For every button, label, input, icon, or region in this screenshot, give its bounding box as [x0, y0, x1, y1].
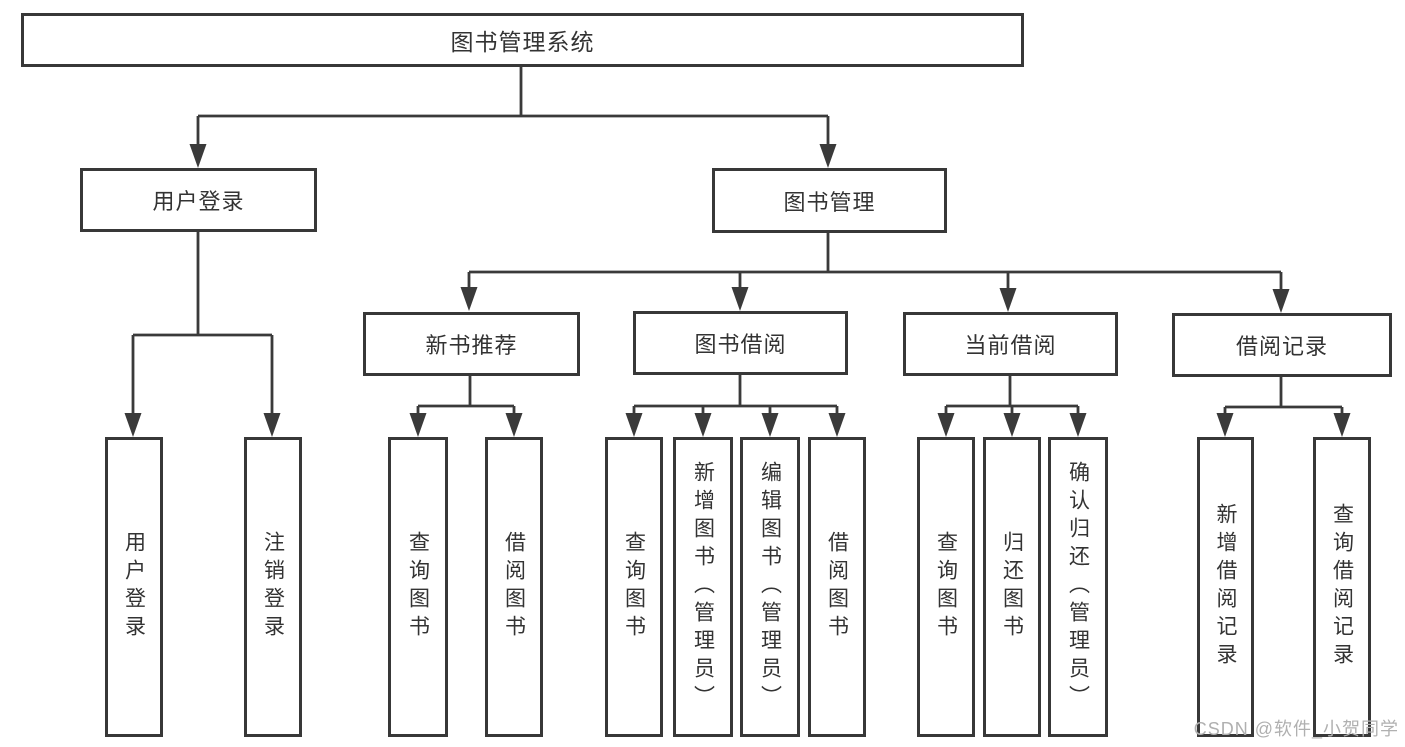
arrowheads: [124, 144, 1351, 437]
node-current-borrow-label: 当前借阅: [964, 333, 1057, 358]
csdn-watermark: CSDN @软件_小贺同学: [1193, 719, 1399, 739]
node-new-book-recommend: 新书推荐: [363, 312, 580, 376]
node-borrow-records: 借阅记录: [1172, 313, 1392, 377]
node-book-management: 图书管理: [712, 168, 947, 233]
leaf-borrow-query-books: 查询图书: [605, 437, 663, 737]
leaf-user-login: 用户登录: [105, 437, 163, 737]
leaf-user-login-label: 用户登录: [122, 531, 146, 643]
leaf-query-borrow-record: 查询借阅记录: [1313, 437, 1371, 737]
node-new-book-recommend-label: 新书推荐: [425, 333, 518, 358]
leaf-edit-books-admin: 编辑图书（管理员）: [740, 437, 800, 737]
leaf-borrow-books-label: 借阅图书: [825, 531, 849, 643]
leaf-return-books: 归还图书: [983, 437, 1041, 737]
node-root-label: 图书管理系统: [450, 29, 595, 55]
leaf-confirm-return-admin-label: 确认归还（管理员）: [1066, 461, 1090, 713]
node-book-borrow: 图书借阅: [633, 311, 848, 375]
leaf-return-books-label: 归还图书: [1000, 531, 1024, 643]
node-root: 图书管理系统: [21, 13, 1024, 67]
leaf-recommend-query-books: 查询图书: [388, 437, 448, 737]
leaf-confirm-return-admin: 确认归还（管理员）: [1048, 437, 1108, 737]
leaf-query-borrow-record-label: 查询借阅记录: [1330, 503, 1354, 671]
leaf-borrow-query-books-label: 查询图书: [622, 531, 646, 643]
node-book-borrow-label: 图书借阅: [694, 332, 787, 357]
leaf-add-borrow-record-label: 新增借阅记录: [1214, 503, 1238, 671]
leaf-add-books-admin-label: 新增图书（管理员）: [691, 461, 715, 713]
node-borrow-records-label: 借阅记录: [1235, 334, 1328, 359]
node-current-borrow: 当前借阅: [903, 312, 1118, 376]
leaf-current-query-books-label: 查询图书: [934, 531, 958, 643]
leaf-borrow-books: 借阅图书: [808, 437, 866, 737]
node-book-management-label: 图书管理: [783, 189, 876, 215]
leaf-recommend-borrow-books-label: 借阅图书: [502, 531, 526, 643]
leaf-add-borrow-record: 新增借阅记录: [1197, 437, 1254, 737]
leaf-recommend-borrow-books: 借阅图书: [485, 437, 543, 737]
leaf-edit-books-admin-label: 编辑图书（管理员）: [758, 461, 782, 713]
node-user-login: 用户登录: [80, 168, 317, 232]
leaf-logout-label: 注销登录: [261, 531, 285, 643]
leaf-current-query-books: 查询图书: [917, 437, 975, 737]
leaf-logout: 注销登录: [244, 437, 302, 737]
leaf-add-books-admin: 新增图书（管理员）: [673, 437, 733, 737]
leaf-recommend-query-books-label: 查询图书: [406, 531, 430, 643]
node-user-login-label: 用户登录: [152, 189, 245, 214]
